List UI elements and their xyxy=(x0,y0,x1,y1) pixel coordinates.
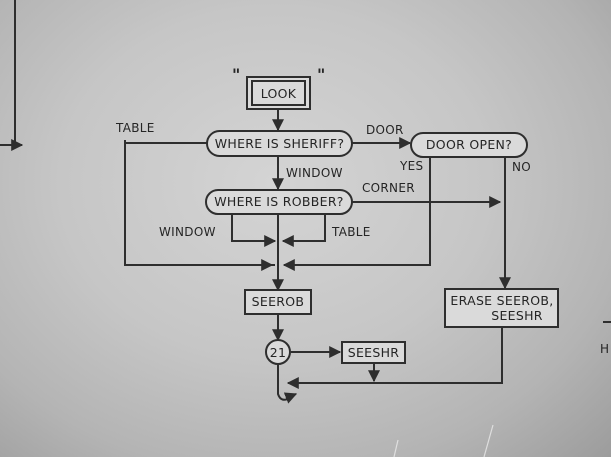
erase-label-line1: ERASE SEEROB, xyxy=(450,293,553,308)
label-table-bottom: TABLE xyxy=(331,225,371,239)
connector-21-node: 21 xyxy=(265,339,291,365)
label-window-bottom: WINDOW xyxy=(159,225,216,239)
door-open-node: DOOR OPEN? xyxy=(410,132,528,158)
film-scratches xyxy=(393,424,494,457)
door-open-label: DOOR OPEN? xyxy=(426,137,512,152)
where-sheriff-label: WHERE IS SHERIFF? xyxy=(215,136,345,151)
label-table-top: TABLE xyxy=(115,121,155,135)
look-node: " LOOK " xyxy=(232,65,325,110)
connector-21-label: 21 xyxy=(270,345,287,360)
seerob-label: SEEROB xyxy=(252,294,305,309)
label-window-top: WINDOW xyxy=(286,166,343,180)
flow-lines xyxy=(124,109,511,404)
look-quote-close: " xyxy=(317,65,325,84)
erase-label-line2: SEESHR xyxy=(491,308,543,323)
seeshr-label: SEESHR xyxy=(348,345,400,360)
where-robber-node: WHERE IS ROBBER? xyxy=(205,189,353,215)
label-corner: CORNER xyxy=(362,181,415,195)
where-robber-label: WHERE IS ROBBER? xyxy=(214,194,344,209)
where-sheriff-node: WHERE IS SHERIFF? xyxy=(206,130,353,157)
look-quote-open: " xyxy=(232,65,240,84)
label-door: DOOR xyxy=(366,123,404,137)
seerob-node: SEEROB xyxy=(244,289,312,315)
right-edge-fragment: H xyxy=(600,321,611,356)
label-no: NO xyxy=(512,160,531,174)
edge-labels: TABLE DOOR WINDOW YES NO CORNER WINDOW T… xyxy=(115,121,531,239)
seeshr-node: SEESHR xyxy=(341,341,406,364)
erase-node: ERASE SEEROB, SEESHR xyxy=(444,288,559,328)
right-edge-text: H xyxy=(600,342,609,356)
left-edge-fragment xyxy=(0,0,24,151)
look-label: LOOK xyxy=(261,86,297,101)
label-yes: YES xyxy=(399,159,423,173)
